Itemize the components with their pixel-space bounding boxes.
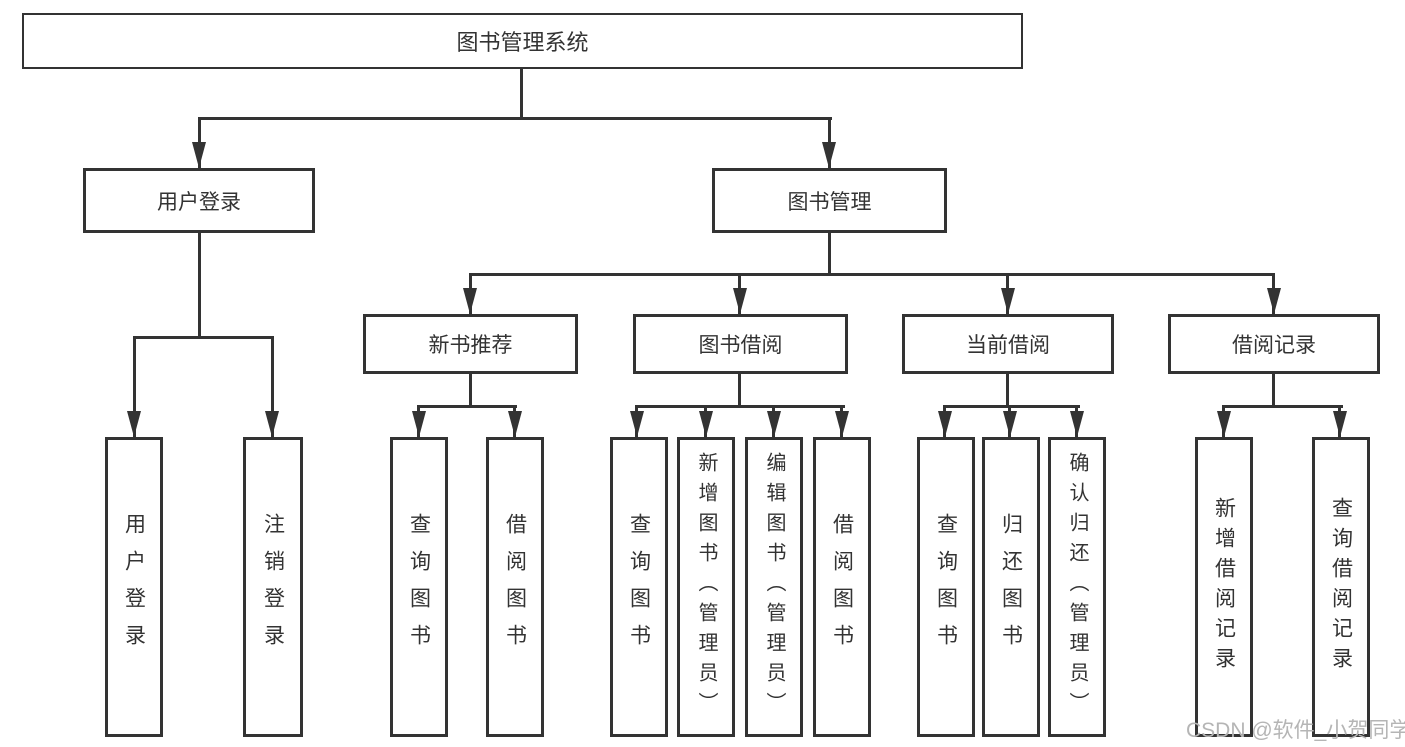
- connector: [271, 336, 274, 437]
- arrowhead: [265, 411, 279, 437]
- leaf-recommend-query-books-label: 查询图书: [407, 513, 431, 661]
- arrowhead: [1070, 411, 1084, 437]
- leaf-return-books: 归还图书: [982, 437, 1040, 737]
- arrowhead: [463, 288, 477, 314]
- leaf-recommend-borrow-books-label: 借阅图书: [503, 513, 527, 661]
- node-book-management-label: 图书管理: [787, 190, 872, 214]
- arrowhead: [938, 411, 952, 437]
- arrowhead: [1003, 411, 1017, 437]
- leaf-current-query-books: 查询图书: [917, 437, 975, 737]
- arrowhead: [412, 411, 426, 437]
- node-new-book-recommend: 新书推荐: [363, 314, 578, 374]
- leaf-logout-label: 注销登录: [261, 513, 285, 661]
- leaf-edit-book-admin-label: 编辑图书（管理员）: [763, 452, 785, 722]
- leaf-logout: 注销登录: [243, 437, 303, 737]
- connector: [417, 405, 517, 408]
- leaf-borrow-query-books-label: 查询图书: [627, 513, 651, 661]
- arrowhead: [1333, 411, 1347, 437]
- connector: [1006, 374, 1009, 408]
- leaf-return-books-label: 归还图书: [999, 513, 1023, 661]
- arrowhead: [1001, 288, 1015, 314]
- leaf-query-borrow-record: 查询借阅记录: [1312, 437, 1370, 737]
- connector: [198, 233, 201, 336]
- connector: [1272, 374, 1275, 408]
- leaf-edit-book-admin: 编辑图书（管理员）: [745, 437, 803, 737]
- leaf-borrow-query-books: 查询图书: [610, 437, 668, 737]
- leaf-user-login-label: 用户登录: [122, 513, 146, 661]
- arrowhead: [822, 142, 836, 168]
- connector: [198, 117, 832, 120]
- node-new-book-recommend-label: 新书推荐: [428, 334, 513, 357]
- leaf-recommend-borrow-books: 借阅图书: [486, 437, 544, 737]
- leaf-borrow-borrow-books: 借阅图书: [813, 437, 871, 737]
- arrowhead: [127, 411, 141, 437]
- arrowhead: [699, 411, 713, 437]
- node-user-login-group: 用户登录: [83, 168, 315, 233]
- leaf-recommend-query-books: 查询图书: [390, 437, 448, 737]
- connector: [133, 336, 136, 437]
- connector: [1222, 405, 1343, 408]
- leaf-add-book-admin-label: 新增图书（管理员）: [695, 452, 717, 722]
- leaf-confirm-return-admin-label: 确认归还（管理员）: [1066, 452, 1088, 722]
- arrowhead: [1267, 288, 1281, 314]
- leaf-borrow-borrow-books-label: 借阅图书: [830, 513, 854, 661]
- node-user-login-group-label: 用户登录: [157, 190, 241, 214]
- node-current-borrow-label: 当前借阅: [966, 334, 1050, 357]
- node-current-borrow: 当前借阅: [902, 314, 1114, 374]
- arrowhead: [835, 411, 849, 437]
- node-book-management: 图书管理: [712, 168, 947, 233]
- leaf-user-login: 用户登录: [105, 437, 163, 737]
- node-book-borrow-label: 图书借阅: [698, 334, 783, 357]
- connector: [738, 374, 741, 408]
- arrowhead: [192, 142, 206, 168]
- connector: [943, 405, 1080, 408]
- connector: [520, 69, 523, 117]
- node-root-system: 图书管理系统: [22, 13, 1023, 69]
- leaf-add-borrow-record: 新增借阅记录: [1195, 437, 1253, 737]
- leaf-query-borrow-record-label: 查询借阅记录: [1329, 497, 1353, 677]
- connector: [828, 233, 831, 273]
- arrowhead: [733, 288, 747, 314]
- connector: [469, 273, 1275, 276]
- leaf-confirm-return-admin: 确认归还（管理员）: [1048, 437, 1106, 737]
- csdn-watermark: CSDN @软件_小贺同学: [1186, 719, 1405, 742]
- leaf-current-query-books-label: 查询图书: [934, 513, 958, 661]
- arrowhead: [767, 411, 781, 437]
- node-book-borrow: 图书借阅: [633, 314, 848, 374]
- arrowhead: [630, 411, 644, 437]
- connector: [637, 405, 845, 408]
- node-borrow-records: 借阅记录: [1168, 314, 1380, 374]
- arrowhead: [1217, 411, 1231, 437]
- connector: [133, 336, 274, 339]
- node-root-label: 图书管理系统: [456, 30, 589, 55]
- node-borrow-records-label: 借阅记录: [1232, 334, 1316, 357]
- arrowhead: [508, 411, 522, 437]
- leaf-add-book-admin: 新增图书（管理员）: [677, 437, 735, 737]
- leaf-add-borrow-record-label: 新增借阅记录: [1212, 497, 1236, 677]
- connector: [469, 374, 472, 408]
